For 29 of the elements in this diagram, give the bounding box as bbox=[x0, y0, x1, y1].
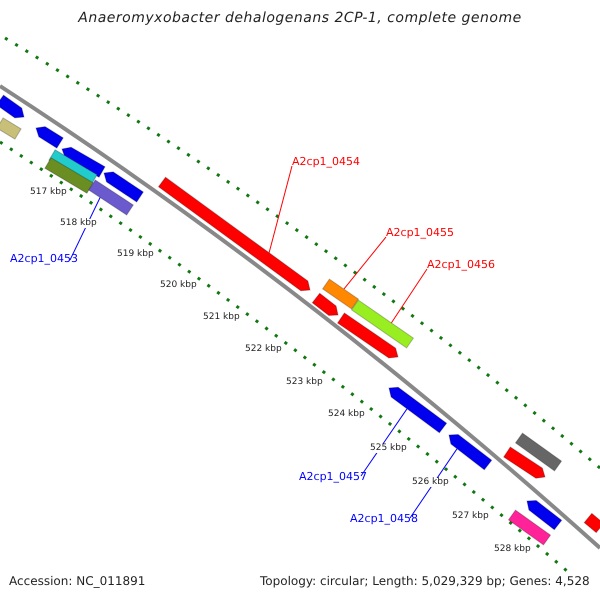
position-label: 518 kbp bbox=[60, 219, 97, 228]
gene-feature bbox=[350, 299, 414, 349]
gene-feature bbox=[388, 386, 448, 434]
gene-feature bbox=[322, 278, 360, 310]
position-label: 525 kbp bbox=[370, 444, 407, 453]
leader-line bbox=[343, 236, 386, 290]
diagram-title: Anaeromyxobacter dehalogenans 2CP-1, complete genome bbox=[76, 11, 523, 25]
gene-label: A2cp1_0458 bbox=[350, 513, 418, 524]
leader-line bbox=[360, 408, 408, 476]
position-label: 527 kbp bbox=[452, 512, 489, 521]
info-text: Accession: NC_011891 bbox=[9, 575, 146, 587]
position-label: 522 kbp bbox=[245, 345, 282, 354]
leader-line bbox=[70, 197, 101, 260]
gene-label: A2cp1_0456 bbox=[427, 259, 496, 270]
leader-line bbox=[268, 166, 292, 254]
gene-label: A2cp1_0455 bbox=[386, 227, 454, 238]
leader-line bbox=[410, 448, 458, 518]
position-label: 521 kbp bbox=[203, 313, 240, 322]
position-label: 528 kbp bbox=[494, 545, 531, 554]
gene-feature bbox=[88, 179, 134, 216]
gene-label: A2cp1_0457 bbox=[299, 471, 368, 482]
gene-label: A2cp1_0453 bbox=[10, 253, 78, 264]
leader-line bbox=[390, 268, 428, 324]
gene-label: A2cp1_0454 bbox=[292, 156, 360, 167]
gene-feature bbox=[158, 176, 311, 292]
position-label: 523 kbp bbox=[286, 378, 323, 387]
position-label: 520 kbp bbox=[160, 281, 197, 290]
info-text: Topology: circular; Length: 5,029,329 bp; Genes: 4,528 bbox=[260, 575, 590, 587]
gene-feature bbox=[448, 434, 492, 470]
